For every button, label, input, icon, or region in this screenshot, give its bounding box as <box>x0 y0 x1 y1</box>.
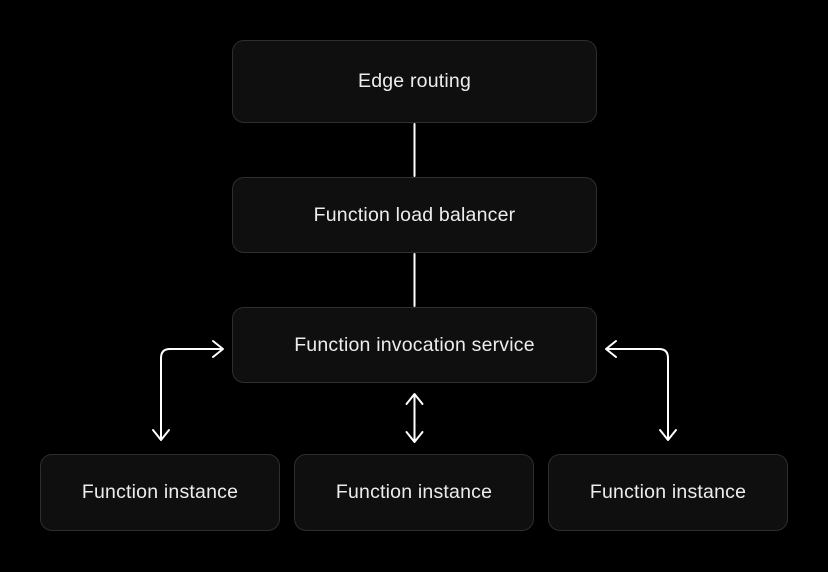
node-function-instance-1-label: Function instance <box>81 481 239 503</box>
arrowhead-left-icon <box>605 340 617 358</box>
node-function-instance-3-label: Function instance <box>589 481 747 503</box>
arrowhead-down-icon <box>405 431 424 443</box>
arrowhead-down-icon <box>152 429 170 441</box>
node-function-instance-1: Function instance <box>40 454 280 531</box>
node-function-instance-3: Function instance <box>548 454 788 531</box>
connector-invocation-service-to-instance-middle <box>405 393 424 443</box>
arrowhead-down-icon <box>659 429 677 441</box>
connector-invocation-service-to-instance-right <box>605 340 677 441</box>
node-edge-routing-label: Edge routing <box>358 70 471 92</box>
connector-invocation-service-to-instance-left <box>152 340 224 441</box>
node-function-instance-2: Function instance <box>294 454 534 531</box>
node-function-invocation-service-label: Function invocation service <box>294 333 535 356</box>
node-function-instance-2-label: Function instance <box>335 481 493 503</box>
arrowhead-right-icon <box>212 340 224 358</box>
node-function-invocation-service: Function invocation service <box>232 307 597 383</box>
arrowhead-up-icon <box>405 393 424 405</box>
node-function-load-balancer-label: Function load balancer <box>313 203 516 226</box>
node-edge-routing: Edge routing <box>232 40 597 123</box>
node-function-load-balancer: Function load balancer <box>232 177 597 253</box>
